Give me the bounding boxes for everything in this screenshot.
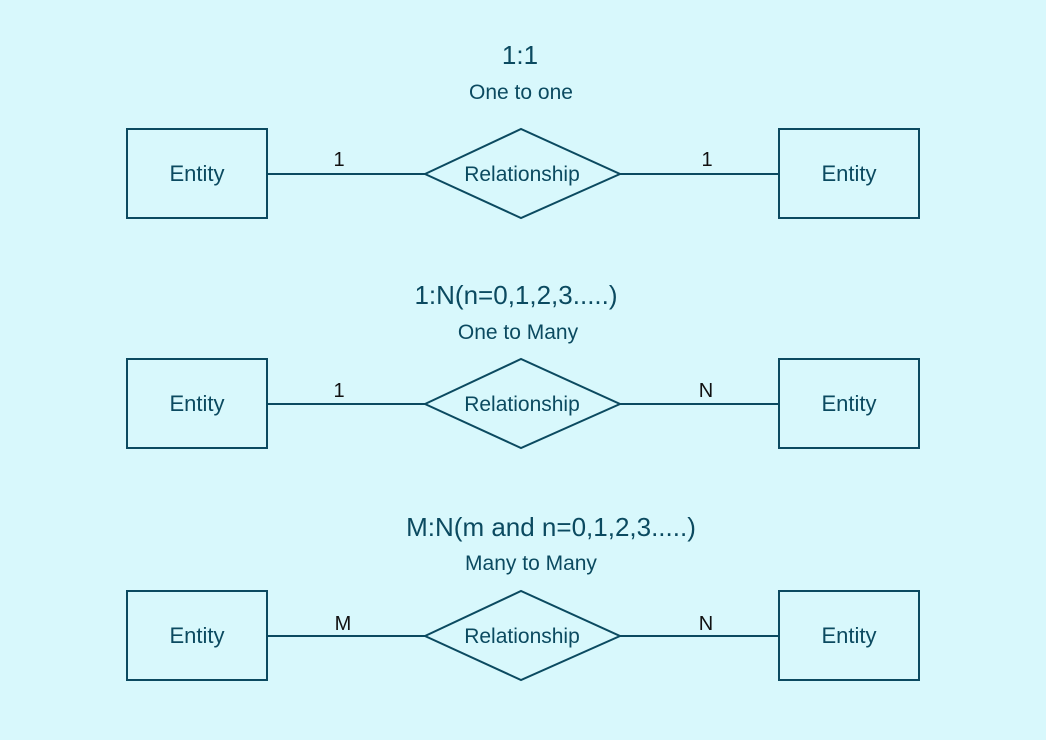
right-entity-label: Entity bbox=[821, 161, 876, 186]
left-cardinality: M bbox=[335, 613, 352, 635]
diagram-title: 1:N(n=0,1,2,3.....) bbox=[414, 280, 617, 310]
right-cardinality: 1 bbox=[701, 149, 712, 171]
diagram-subtitle: One to Many bbox=[458, 321, 579, 344]
right-entity-box bbox=[778, 128, 920, 219]
relationship-label: Relationship bbox=[464, 625, 580, 648]
relationship-label: Relationship bbox=[464, 163, 580, 186]
right-entity-box bbox=[778, 358, 920, 449]
diagram-one-to-one: 1:1 One to one Entity 1 Relationship 1 E… bbox=[126, 40, 920, 220]
left-entity-label: Entity bbox=[169, 391, 224, 416]
relationship-label: Relationship bbox=[464, 393, 580, 416]
diagram-subtitle: One to one bbox=[469, 81, 573, 104]
diagram-title: 1:1 bbox=[502, 40, 538, 70]
diagram-many-to-many: M:N(m and n=0,1,2,3.....) Many to Many E… bbox=[126, 512, 920, 682]
right-entity-box bbox=[778, 590, 920, 681]
right-entity-label: Entity bbox=[821, 391, 876, 416]
left-entity-label: Entity bbox=[169, 623, 224, 648]
right-cardinality: N bbox=[699, 380, 713, 402]
left-entity-label: Entity bbox=[169, 161, 224, 186]
diagram-one-to-many: 1:N(n=0,1,2,3.....) One to Many Entity 1… bbox=[126, 280, 920, 450]
left-cardinality: 1 bbox=[333, 380, 344, 402]
left-cardinality: 1 bbox=[333, 149, 344, 171]
diagram-subtitle: Many to Many bbox=[465, 552, 597, 575]
right-cardinality: N bbox=[699, 613, 713, 635]
right-entity-label: Entity bbox=[821, 623, 876, 648]
diagram-title: M:N(m and n=0,1,2,3.....) bbox=[406, 512, 696, 542]
